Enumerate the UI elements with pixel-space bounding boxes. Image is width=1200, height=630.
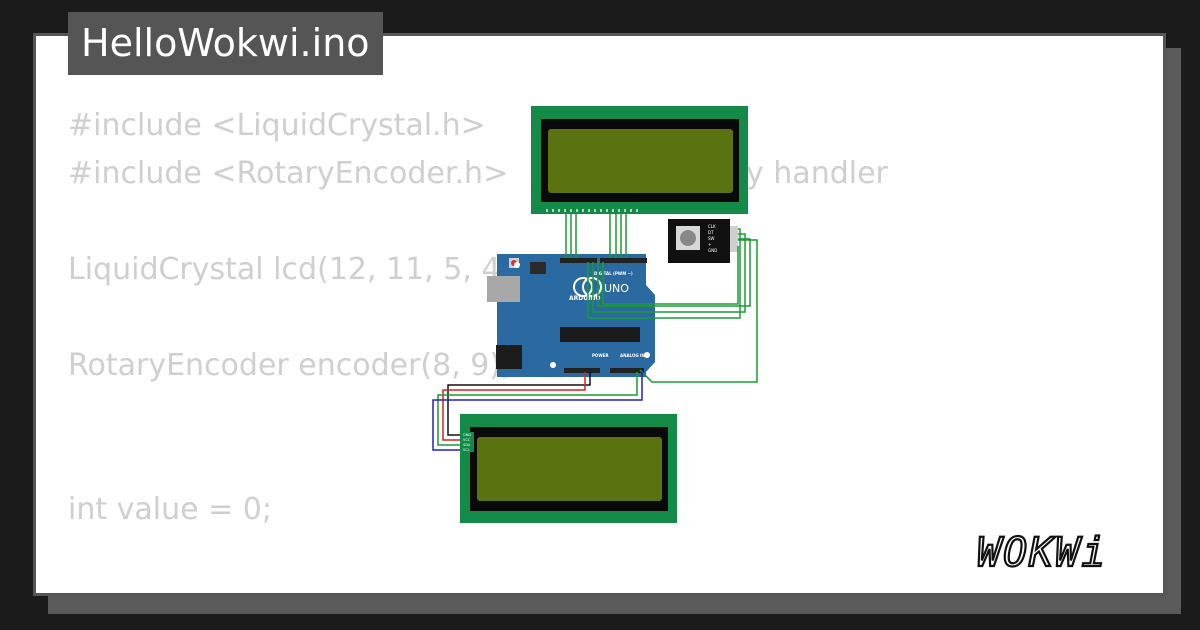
encoder-pin-sw: SW	[708, 236, 715, 241]
code-line-2-fragment: y handler	[746, 156, 888, 191]
code-line-3: LiquidCrystal lcd(12, 11, 5, 4	[68, 252, 501, 287]
digital-label: DIGITAL (PWM ~)	[594, 271, 633, 276]
wokwi-logo-text: WOKWi	[977, 530, 1107, 576]
i2c-pin-gnd: GND	[463, 433, 471, 437]
arduino-logo-text: ARDUINO	[569, 295, 600, 302]
power-label: POWER	[592, 353, 609, 358]
code-line-1: #include <LiquidCrystal.h>	[68, 108, 486, 143]
encoder-pin-dt: DT	[708, 230, 714, 235]
wokwi-logo[interactable]: WOKWi	[975, 526, 1150, 576]
encoder-pin-plus: +	[708, 242, 711, 247]
wires-i2c	[432, 372, 643, 451]
i2c-pin-scl: SCL	[463, 448, 470, 452]
code-line-2: #include <RotaryEncoder.h>	[68, 156, 509, 191]
wires-encoder	[587, 228, 758, 383]
board-model-label: UNO	[604, 282, 629, 295]
i2c-pin-vcc: VCC	[463, 438, 471, 442]
analog-label: ANALOG IN	[620, 353, 645, 358]
rotary-encoder[interactable]: CLK DT SW + GND	[668, 219, 738, 263]
i2c-pin-sda: SDA	[463, 443, 471, 447]
lcd-bottom-i2c[interactable]: GND VCC SDA SCL	[460, 414, 677, 523]
lcd-top[interactable]	[531, 106, 748, 214]
encoder-pin-gnd: GND	[708, 248, 717, 253]
encoder-pin-clk: CLK	[708, 224, 716, 229]
arduino-uno-board[interactable]: ARDUINO UNO DIGITAL (PWM ~) POWER ANALOG…	[487, 254, 655, 377]
wires-lcd-top	[565, 214, 627, 258]
code-line-5: int value = 0;	[68, 492, 272, 527]
code-line-4: RotaryEncoder encoder(8, 9);	[68, 348, 512, 383]
project-title[interactable]: HelloWokwi.ino	[68, 12, 383, 75]
